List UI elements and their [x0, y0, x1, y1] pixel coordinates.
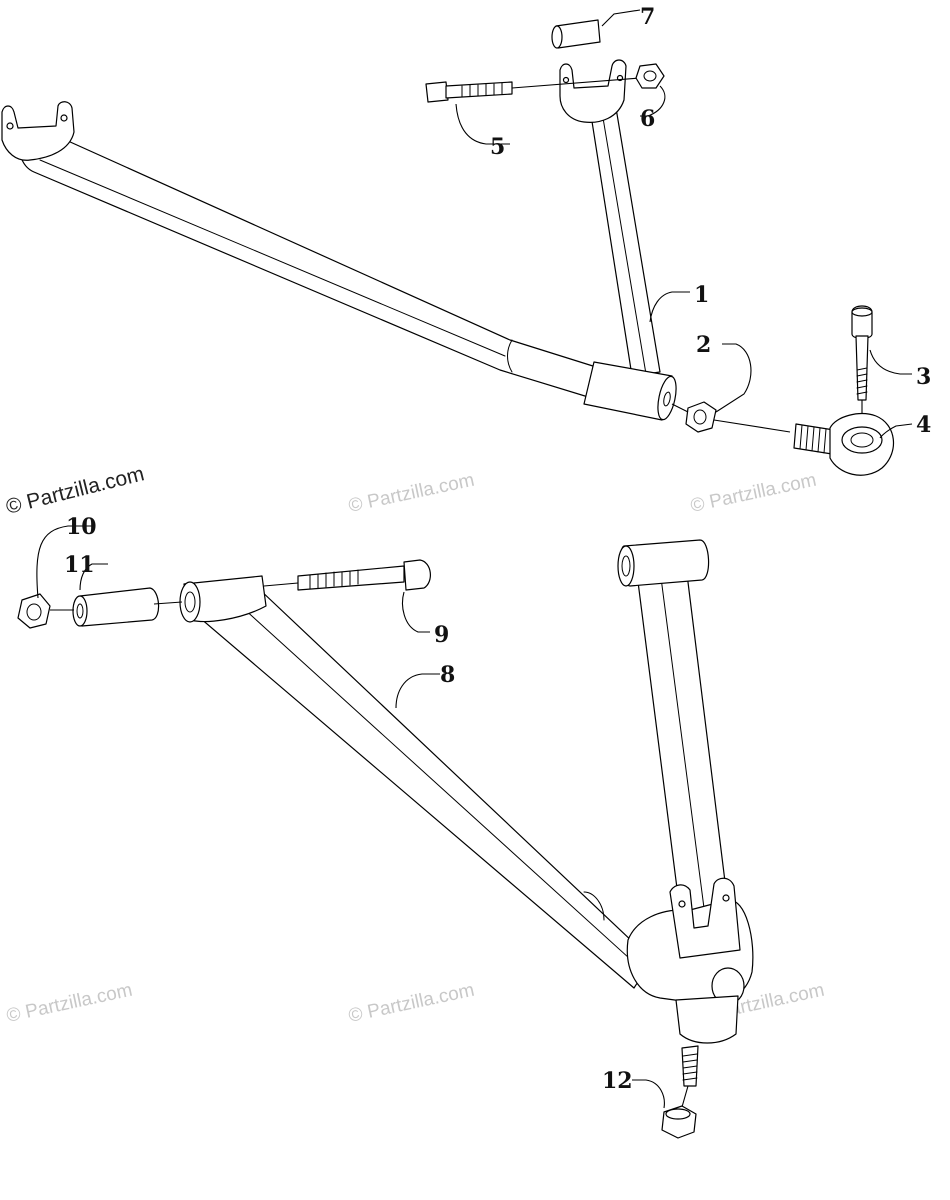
bushing-7 — [551, 19, 601, 49]
upper-arm-top-bracket — [559, 59, 627, 123]
callout-4: 4 — [916, 412, 931, 438]
nut-6 — [635, 63, 665, 89]
nut-12 — [661, 1105, 697, 1139]
flange-nut-10 — [17, 593, 74, 629]
callout-8: 8 — [440, 662, 455, 688]
callout-numbers: 1 2 3 4 5 6 7 8 9 10 11 12 — [64, 4, 931, 1094]
callout-2: 2 — [696, 332, 711, 358]
watermark-mid-top: © Partzilla.com — [347, 470, 477, 517]
upper-arm-tube-joint — [507, 339, 513, 373]
callout-7: 7 — [640, 4, 655, 30]
upper-arm-rear-tube — [18, 129, 613, 401]
sleeve-11 — [72, 587, 183, 627]
watermark-primary: © Partzilla.com — [4, 462, 147, 519]
lower-a-arm — [179, 539, 754, 1115]
callout-12: 12 — [602, 1068, 633, 1094]
upper-arm-front-tube — [587, 95, 661, 377]
callout-6: 6 — [640, 106, 655, 132]
lower-arm-tube-joint — [583, 891, 605, 921]
callout-leaders — [36, 9, 913, 1109]
callout-10: 10 — [66, 514, 97, 540]
watermark-mid-bottom: © Partzilla.com — [347, 980, 477, 1027]
callout-11: 11 — [64, 552, 95, 578]
upper-a-arm — [1, 59, 677, 421]
callout-9: 9 — [434, 622, 449, 648]
jam-nut-2 — [685, 401, 717, 433]
watermark-right-top: © Partzilla.com — [689, 470, 819, 517]
upper-arm-left-bracket — [1, 101, 75, 161]
screw-3 — [851, 305, 873, 428]
callout-5: 5 — [490, 134, 505, 160]
rod-end-4 — [793, 413, 895, 476]
watermark-left-bottom: © Partzilla.com — [5, 980, 135, 1027]
bolt-5 — [425, 77, 641, 103]
callout-3: 3 — [916, 364, 931, 390]
bolt-9 — [263, 559, 431, 591]
upper-arm-apex-bore — [657, 375, 677, 421]
callout-1: 1 — [694, 282, 709, 308]
lower-arm-rear-tube — [185, 587, 653, 989]
